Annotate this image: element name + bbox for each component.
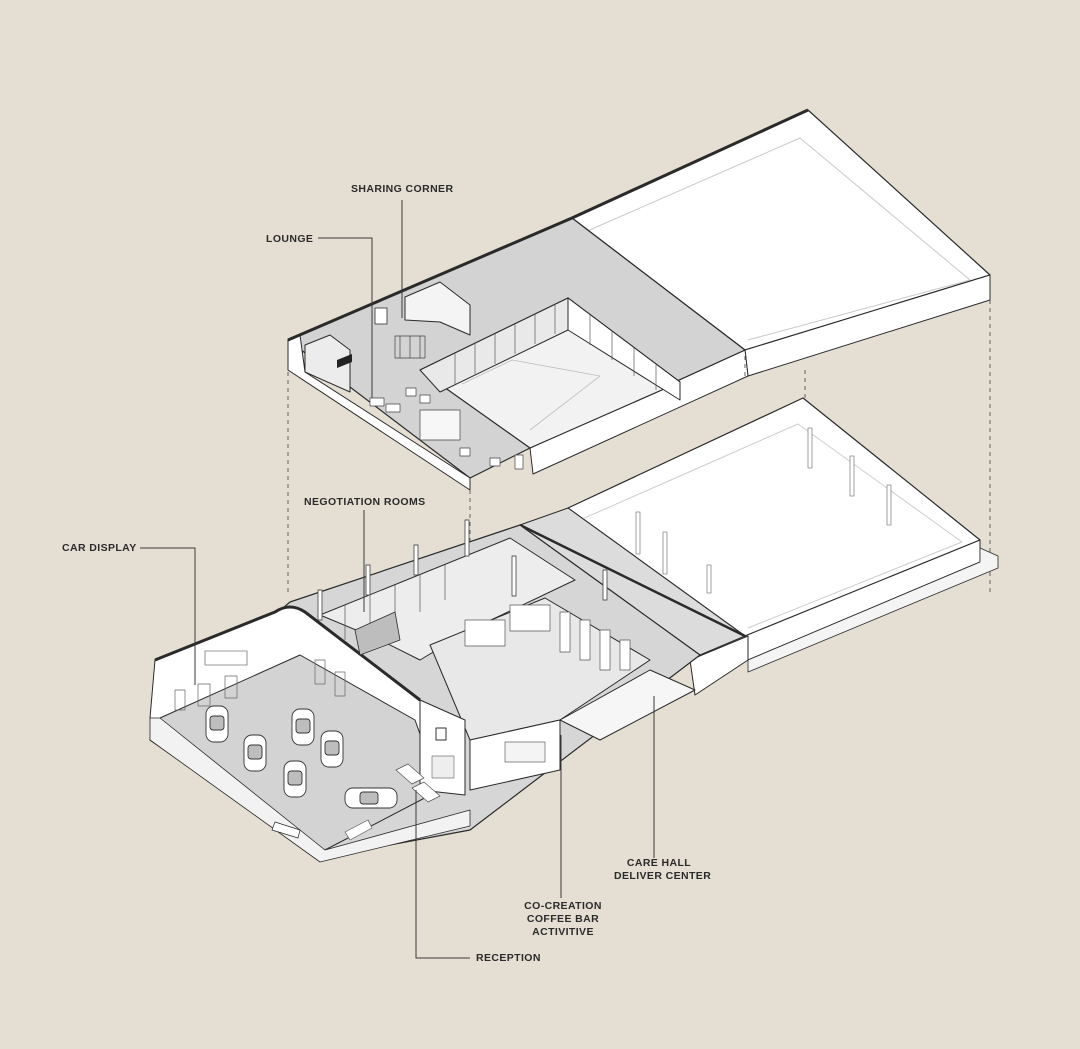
upper-courtyard-wall-right xyxy=(567,297,681,401)
car-5 xyxy=(283,760,307,798)
label-care-hall: CARE HALL DELIVER CENTER xyxy=(614,857,712,883)
label-reception: RECEPTION xyxy=(476,952,541,964)
label-lounge: LOUNGE xyxy=(266,233,314,245)
label-car-display: CAR DISPLAY xyxy=(62,542,137,554)
car-2 xyxy=(243,734,267,772)
lower-apron xyxy=(747,547,999,673)
leader-reception xyxy=(415,790,470,959)
upper-floor xyxy=(287,108,991,491)
upper-hall-inner-edge xyxy=(584,137,971,341)
upper-sharing-room xyxy=(404,281,471,336)
upper-lounge-room xyxy=(304,334,351,393)
lower-front-base xyxy=(149,717,471,863)
leader-car-display xyxy=(140,547,196,685)
label-co-creation-line-2: COFFEE BAR xyxy=(526,913,600,925)
label-care-hall-line-1: CARE HALL xyxy=(626,857,692,869)
upper-courtyard-glazing xyxy=(454,304,657,390)
car-6 xyxy=(344,787,398,809)
car-1 xyxy=(205,705,229,743)
label-co-creation-line-3: ACTIVITIVE xyxy=(532,926,594,938)
lower-hall-columns xyxy=(635,427,892,594)
label-negotiation-rooms: NEGOTIATION ROOMS xyxy=(304,496,426,508)
leader-lounge xyxy=(318,237,373,398)
label-co-creation-line-1: CO-CREATION xyxy=(524,900,602,912)
leader-lines xyxy=(140,200,655,959)
label-care-hall-line-2: DELIVER CENTER xyxy=(614,870,712,882)
car-4 xyxy=(320,730,344,768)
negotiation-columns xyxy=(317,519,608,621)
display-cars xyxy=(205,705,398,809)
car-3 xyxy=(291,708,315,746)
label-sharing-corner: SHARING CORNER xyxy=(351,183,454,195)
upper-furniture xyxy=(369,335,524,470)
lower-floor xyxy=(149,397,999,863)
label-co-creation: CO-CREATION COFFEE BAR ACTIVITIVE xyxy=(518,900,608,939)
